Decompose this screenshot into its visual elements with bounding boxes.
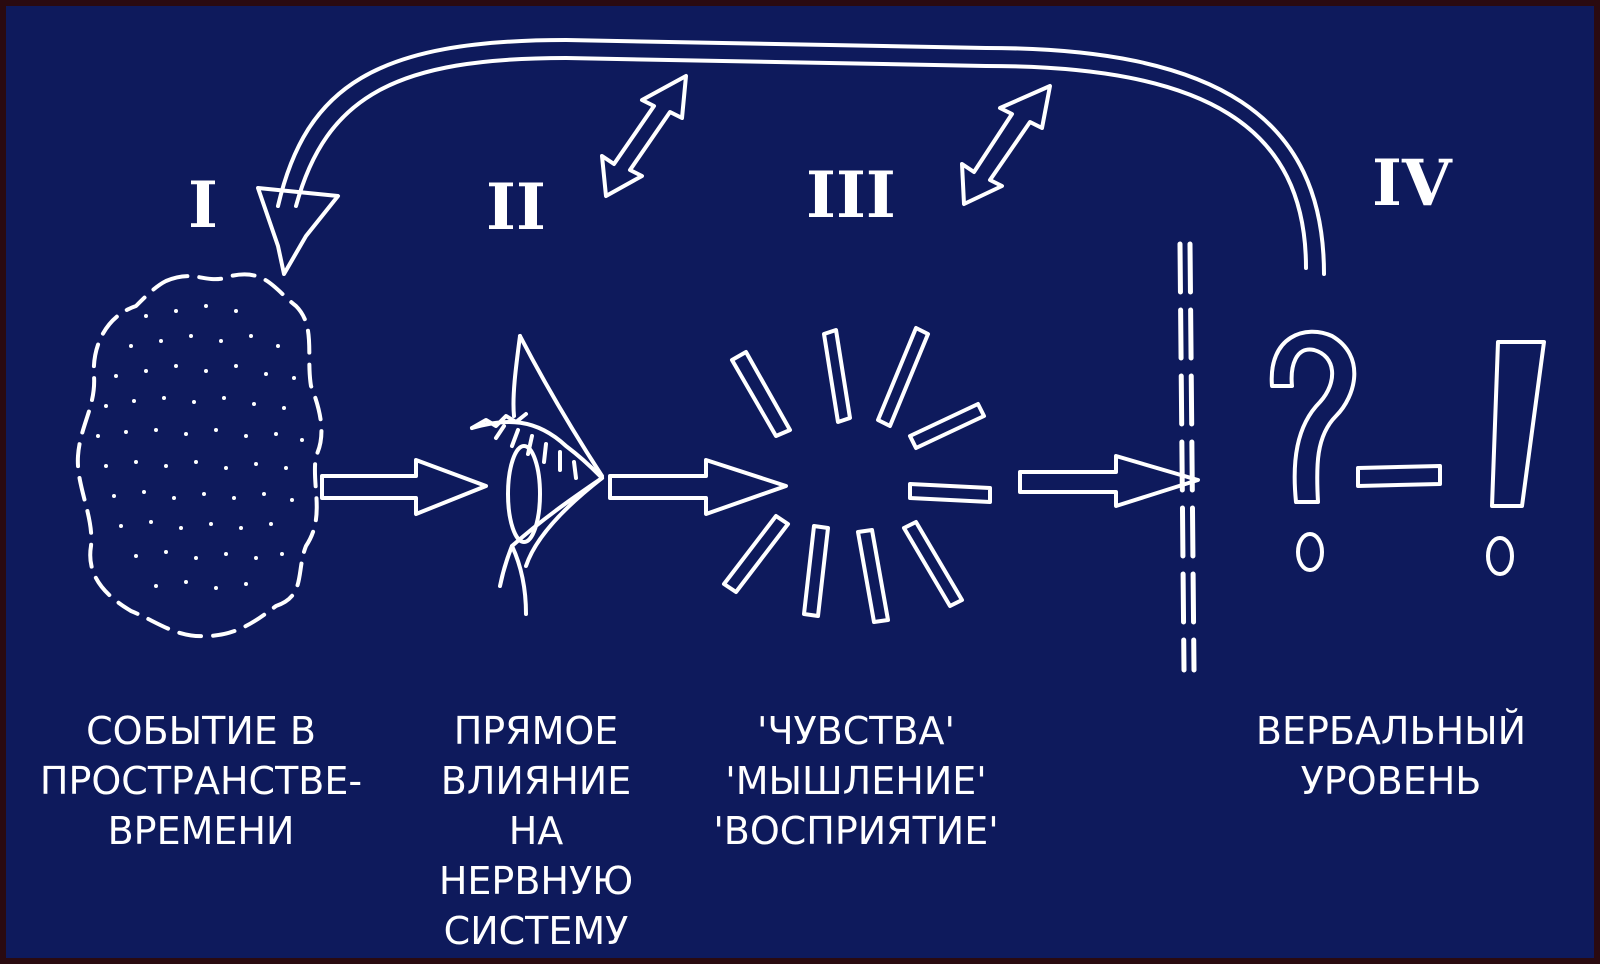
caption-line: ВЕРБАЛЬНЫЙ [1255, 709, 1527, 753]
stage-numeral: II [486, 170, 546, 245]
dash-icon [1356, 464, 1442, 488]
double-arrow-icon [600, 74, 688, 198]
stage-numeral: I [188, 168, 218, 243]
stage-caption: ВЕРБАЛЬНЫЙ УРОВЕНЬ [1226, 706, 1556, 806]
caption-line: 'МЫШЛЕНИЕ' [725, 759, 987, 803]
flow-arrow-icon [320, 458, 488, 516]
caption-line: НЕРВНУЮ [438, 859, 634, 903]
dashed-divider [1187, 241, 1197, 673]
feedback-arrow-icon [256, 38, 1326, 276]
caption-line: 'ВОСПРИЯТИЕ' [713, 809, 999, 853]
flow-arrow-icon [608, 458, 788, 516]
caption-line: СИСТЕМУ [443, 909, 629, 953]
caption-line: ПРЯМОЕ [453, 709, 619, 753]
caption-line: СОБЫТИЕ В [86, 709, 316, 753]
caption-line: ВРЕМЕНИ [107, 809, 295, 853]
stage-caption: СОБЫТИЕ В ПРОСТРАНСТВЕ- ВРЕМЕНИ [16, 706, 386, 856]
eye-icon [470, 334, 604, 616]
stage-numeral: III [806, 158, 896, 233]
event-cloud-icon [75, 272, 324, 639]
caption-line: НА [508, 809, 564, 853]
sunburst-icon [722, 326, 992, 624]
caption-line: ПРОСТРАНСТВЕ- [39, 759, 363, 803]
stage-caption: ПРЯМОЕ ВЛИЯНИЕ НА НЕРВНУЮ СИСТЕМУ [426, 706, 646, 956]
caption-line: ВЛИЯНИЕ [440, 759, 632, 803]
stage-caption: 'ЧУВСТВА' 'МЫШЛЕНИЕ' 'ВОСПРИЯТИЕ' [686, 706, 1026, 856]
exclamation-mark-icon [1486, 340, 1546, 576]
caption-line: 'ЧУВСТВА' [757, 709, 955, 753]
diagram-artwork [75, 38, 1546, 673]
double-arrow-icon [960, 84, 1052, 206]
caption-line: УРОВЕНЬ [1300, 759, 1482, 803]
stage-numeral: IV [1372, 146, 1452, 221]
question-mark-icon [1269, 329, 1357, 572]
flow-arrow-icon [1018, 454, 1200, 508]
dashed-divider [1177, 241, 1187, 673]
